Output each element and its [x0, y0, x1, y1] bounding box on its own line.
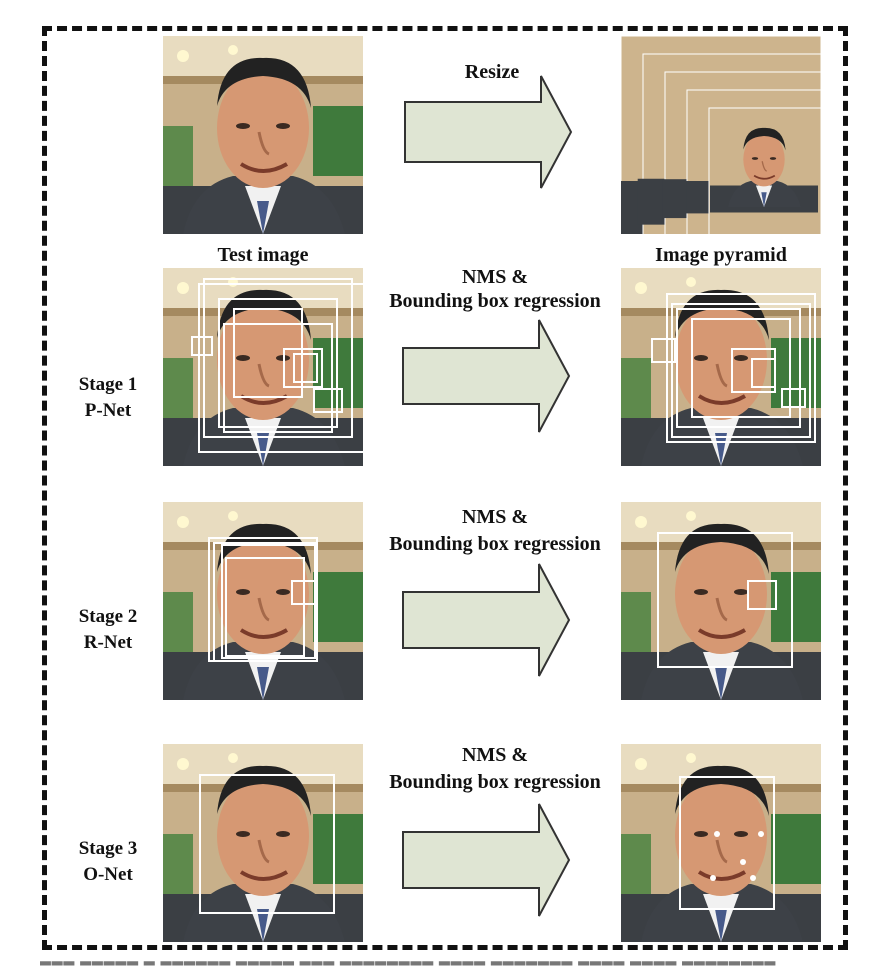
- stage3-output-photo: [621, 744, 821, 942]
- stage2-output-photo: [621, 502, 821, 700]
- stage2-network: R-Net: [83, 632, 133, 653]
- resize-arrow: [404, 75, 573, 189]
- stage1-arrow: [402, 319, 571, 433]
- cropped-caption: ▂▂▂ ▂▂▂▂▂ ▂ ▂▂▂▂▂▂ ▂▂▂▂▂ ▂▂▂ ▂▂▂▂▂▂▂▂ ▂▂…: [40, 950, 777, 965]
- bounding-box: [751, 358, 776, 388]
- face-illustration: [621, 502, 821, 700]
- test-image-label: Test image: [217, 244, 309, 266]
- stage1-name: Stage 1: [78, 374, 138, 395]
- bounding-box: [198, 283, 363, 453]
- bounding-box: [203, 278, 353, 438]
- facial-landmark-dot: [710, 875, 716, 881]
- stage3-arrow: [402, 803, 571, 917]
- stage3-network: O-Net: [83, 864, 133, 885]
- stage2-label: Stage 2 R-Net: [48, 604, 168, 656]
- stage1-op-label-line1: NMS &: [461, 266, 529, 288]
- bounding-box: [679, 776, 775, 910]
- bounding-box: [233, 308, 303, 398]
- stage2-op-label-line2: Bounding box regression: [389, 533, 601, 555]
- bounding-box: [191, 336, 213, 356]
- bounding-box: [671, 303, 811, 438]
- test-image-photo: [163, 36, 363, 234]
- stage2-name: Stage 2: [78, 606, 138, 627]
- bounding-box: [199, 774, 335, 914]
- bounding-box: [747, 580, 777, 610]
- image-pyramid-label: Image pyramid: [655, 244, 787, 266]
- face-illustration: [621, 36, 821, 234]
- bounding-box: [225, 557, 305, 657]
- stage3-op-label-line1: NMS &: [461, 744, 529, 766]
- bounding-box: [691, 318, 791, 418]
- stage3-label: Stage 3 O-Net: [48, 836, 168, 888]
- bounding-box: [218, 298, 338, 428]
- bounding-box: [213, 542, 318, 662]
- stage1-op-label-line2: Bounding box regression: [389, 290, 601, 312]
- face-illustration: [163, 744, 363, 942]
- face-illustration: [621, 744, 821, 942]
- face-illustration: [163, 36, 363, 234]
- stage3-name: Stage 3: [78, 838, 138, 859]
- stage1-input-photo: [163, 268, 363, 466]
- bounding-box: [283, 348, 323, 388]
- stage3-input-photo: [163, 744, 363, 942]
- dashed-frame: [42, 26, 848, 950]
- image-pyramid-photo: [621, 36, 821, 234]
- stage1-output-photo: [621, 268, 821, 466]
- bounding-box: [781, 388, 806, 408]
- bounding-box: [291, 580, 316, 605]
- bounding-box: [313, 388, 343, 413]
- bounding-box: [651, 338, 676, 363]
- facial-landmark-dot: [750, 875, 756, 881]
- bounding-box: [223, 323, 333, 433]
- stage1-network: P-Net: [84, 400, 132, 421]
- bounding-box: [666, 293, 816, 443]
- stage1-label: Stage 1 P-Net: [48, 372, 168, 424]
- facial-landmark-dot: [758, 831, 764, 837]
- resize-label: Resize: [464, 61, 520, 83]
- stage3-op-label-line2: Bounding box regression: [389, 771, 601, 793]
- facial-landmark-dot: [714, 831, 720, 837]
- facial-landmark-dot: [740, 859, 746, 865]
- stage2-op-label-line1: NMS &: [461, 506, 529, 528]
- bounding-box: [293, 353, 318, 383]
- bounding-box: [676, 308, 801, 428]
- stage2-arrow: [402, 563, 571, 677]
- stage2-input-photo: [163, 502, 363, 700]
- bounding-box: [657, 532, 793, 668]
